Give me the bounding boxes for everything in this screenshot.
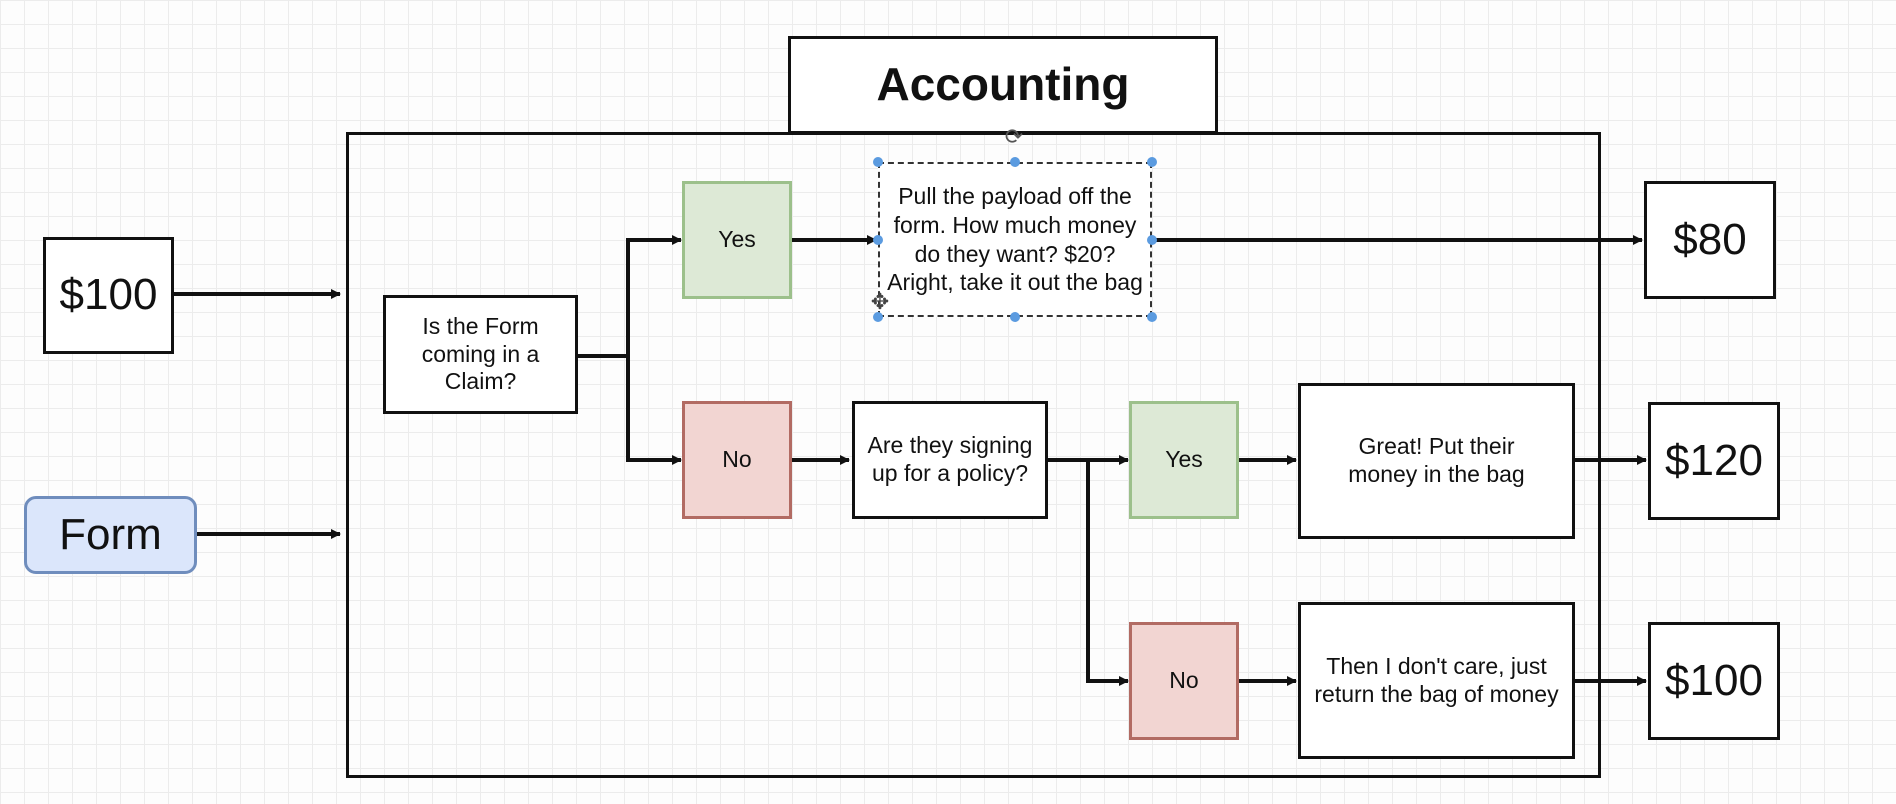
policy-question-box[interactable]: Are they signing up for a policy?: [852, 401, 1048, 519]
move-icon[interactable]: ✥: [870, 289, 890, 314]
selection-handle[interactable]: [1147, 157, 1157, 167]
payload-step-box[interactable]: Pull the payload off the form. How much …: [878, 162, 1152, 317]
claim-no-box[interactable]: No: [682, 401, 792, 519]
claim-yes-box[interactable]: Yes: [682, 181, 792, 299]
rotate-icon[interactable]: ⟳: [1004, 124, 1024, 149]
selection-handle[interactable]: [873, 157, 883, 167]
policy-no-box[interactable]: No: [1129, 622, 1239, 740]
input-form-box[interactable]: Form: [24, 496, 197, 574]
selection-handle[interactable]: [1147, 235, 1157, 245]
output-policy-box[interactable]: $120: [1648, 402, 1780, 520]
output-claim-box[interactable]: $80: [1644, 181, 1776, 299]
connector-policy-to-no: [1086, 460, 1129, 686]
selection-handle[interactable]: [1010, 157, 1020, 167]
output-other-box[interactable]: $100: [1648, 622, 1780, 740]
selection-handle[interactable]: [1147, 312, 1157, 322]
selection-handle[interactable]: [873, 235, 883, 245]
selection-handle[interactable]: [1010, 312, 1020, 322]
policy-no-step-box[interactable]: Then I don't care, just return the bag o…: [1298, 602, 1575, 759]
policy-yes-step-box[interactable]: Great! Put their money in the bag: [1298, 383, 1575, 539]
claim-question-box[interactable]: Is the Form coming in a Claim?: [383, 295, 578, 414]
policy-yes-box[interactable]: Yes: [1129, 401, 1239, 519]
selection-handle[interactable]: [873, 312, 883, 322]
connector-claim-to-yes: [576, 235, 682, 358]
connector-claim-to-no: [626, 356, 682, 465]
input-money-box[interactable]: $100: [43, 237, 174, 354]
accounting-title[interactable]: Accounting: [788, 36, 1218, 134]
